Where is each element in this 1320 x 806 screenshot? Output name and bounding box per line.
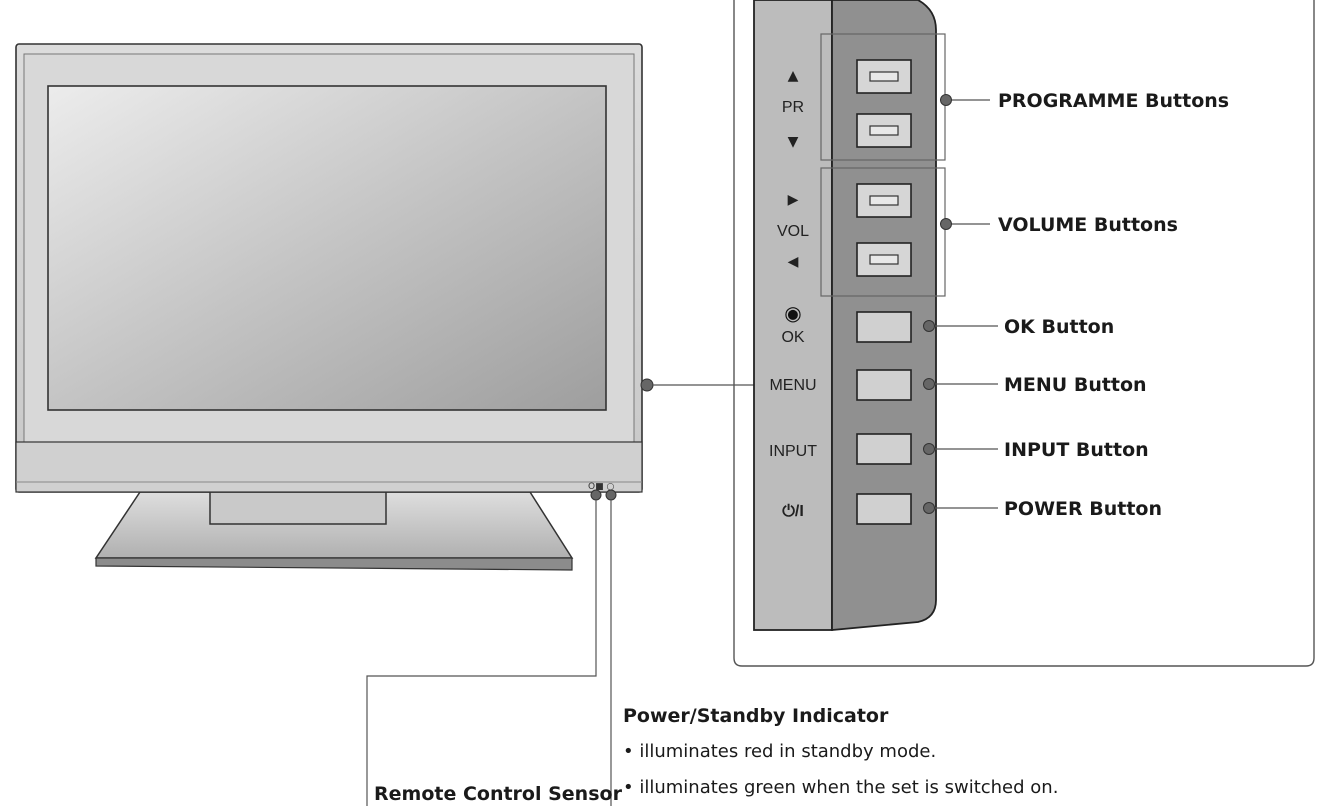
indicator-title: Power/Standby Indicator xyxy=(623,705,889,727)
menu-label: MENU xyxy=(769,377,816,394)
tv-stand-base-edge xyxy=(95,557,573,571)
volume-buttons-label: VOLUME Buttons xyxy=(998,214,1178,236)
indicator-note-1: • illuminates red in standby mode. xyxy=(623,741,936,762)
tv-screen xyxy=(47,85,607,411)
pr-up-glyph: ▲ xyxy=(788,68,799,84)
input-button-label: INPUT Button xyxy=(1004,439,1149,461)
panel-left-strip xyxy=(753,0,833,631)
callout-menu: MENU Button xyxy=(923,374,1147,396)
vol-up-glyph: ▶ xyxy=(788,192,799,208)
control-panel-inset: ▲ PR ▼ ▶ VOL ◀ ◉ OK MENU INPUT ⏻/I xyxy=(733,0,1315,667)
callout-power: POWER Button xyxy=(923,498,1162,520)
remote-sensor-dot xyxy=(590,489,602,501)
callout-input: INPUT Button xyxy=(923,439,1149,461)
pr-down-glyph: ▼ xyxy=(788,134,799,150)
pr-up-button[interactable] xyxy=(856,59,912,94)
indicator-dot xyxy=(605,489,617,501)
tv-side-connector-dot xyxy=(640,378,654,392)
vol-label: VOL xyxy=(777,223,809,240)
callout-ok: OK Button xyxy=(923,316,1114,338)
tv-front-marks: O■ ○ xyxy=(588,482,614,492)
callout-programme: PROGRAMME Buttons xyxy=(940,90,1229,112)
power-label: ⏻/I xyxy=(782,503,804,520)
indicator-note-2: • illuminates green when the set is swit… xyxy=(623,777,1058,798)
vol-down-glyph: ◀ xyxy=(788,254,799,270)
power-button[interactable] xyxy=(856,493,912,525)
tv-stand-neck xyxy=(209,491,387,525)
ok-label: OK xyxy=(781,329,804,346)
input-button[interactable] xyxy=(856,433,912,465)
menu-button[interactable] xyxy=(856,369,912,401)
ok-button-label: OK Button xyxy=(1004,316,1114,338)
callout-volume: VOLUME Buttons xyxy=(940,214,1178,236)
volume-group-box xyxy=(820,167,946,297)
programme-buttons-label: PROGRAMME Buttons xyxy=(998,90,1229,112)
tv-speaker-strip xyxy=(15,441,643,493)
pr-down-button[interactable] xyxy=(856,113,912,148)
ok-glyph: ◉ xyxy=(784,301,801,325)
tv-illustration: O■ ○ xyxy=(15,43,643,571)
menu-button-label: MENU Button xyxy=(1004,374,1147,396)
vol-up-button[interactable] xyxy=(856,183,912,218)
power-button-label: POWER Button xyxy=(1004,498,1162,520)
vol-down-button[interactable] xyxy=(856,242,912,277)
ok-button[interactable] xyxy=(856,311,912,343)
remote-sensor-title: Remote Control Sensor xyxy=(374,783,623,805)
pr-label: PR xyxy=(782,99,804,116)
remote-sensor-leader xyxy=(366,500,597,806)
inset-frame xyxy=(733,0,1315,667)
input-label: INPUT xyxy=(769,443,817,460)
